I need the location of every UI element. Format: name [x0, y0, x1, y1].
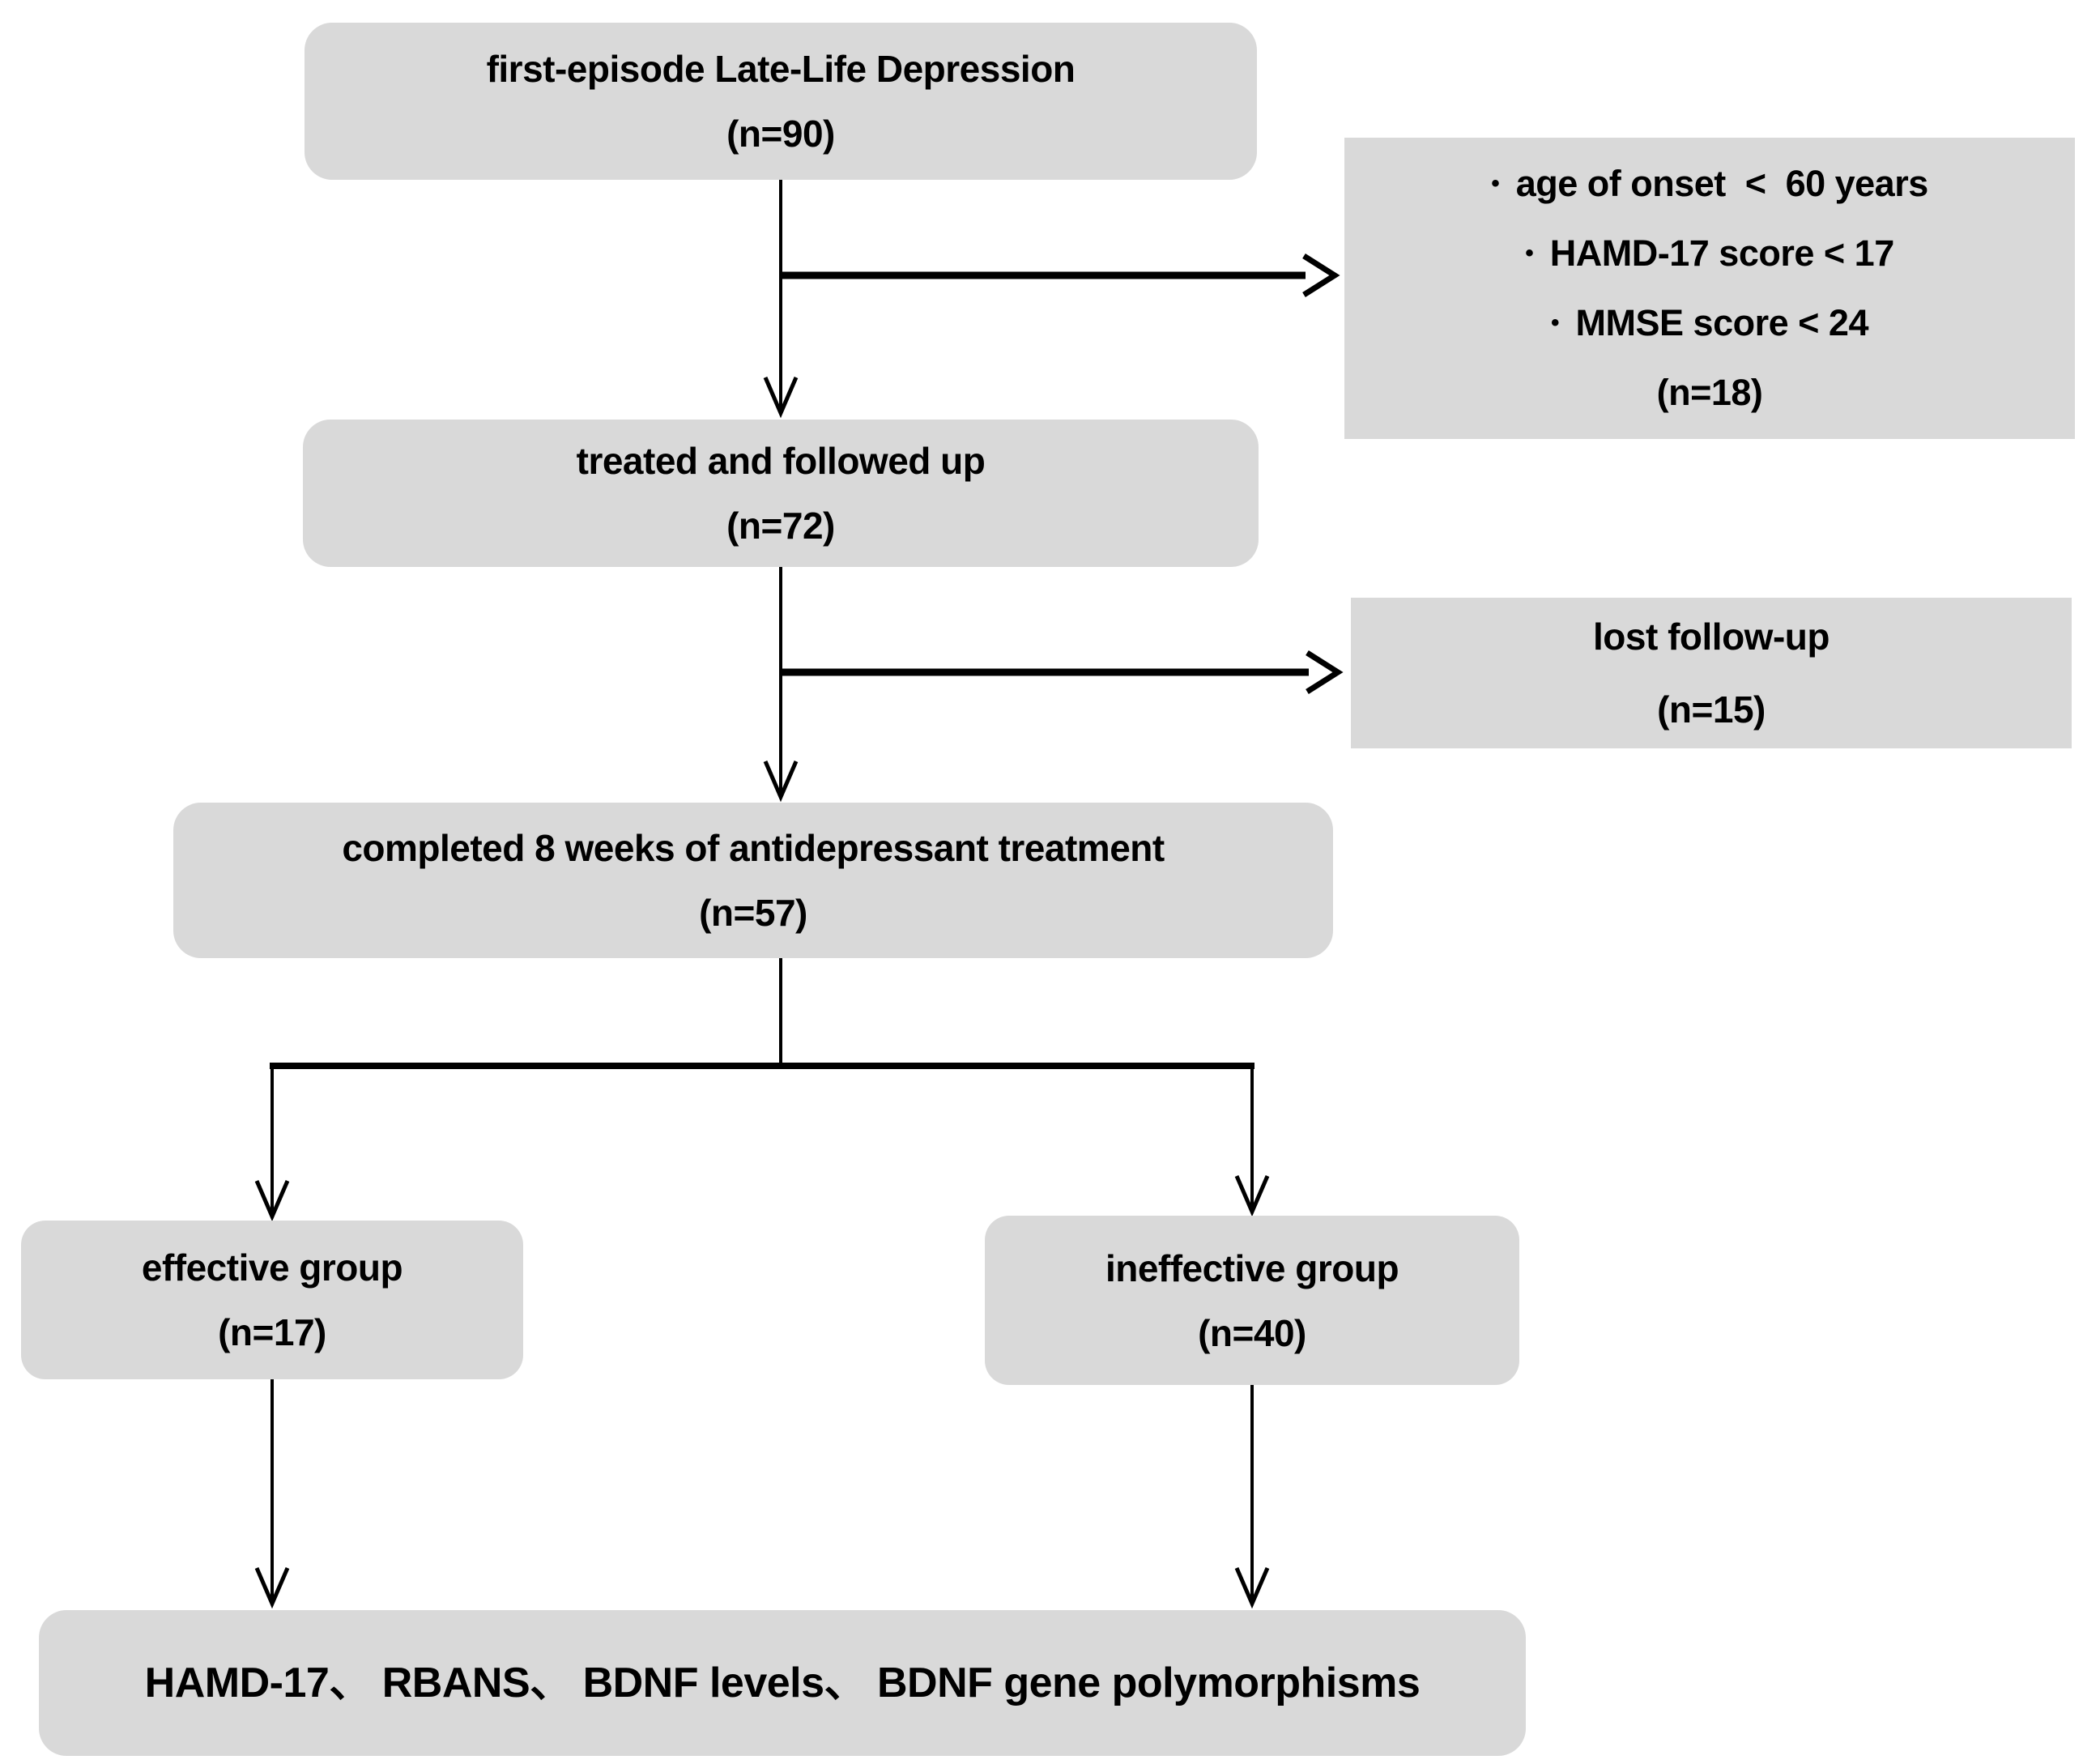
box-ineffective-group: ineffective group (n=40) [985, 1216, 1519, 1385]
box-effective-title: effective group [141, 1246, 403, 1289]
box-effective-group: effective group (n=17) [21, 1221, 523, 1379]
bullet-icon: • [1551, 309, 1560, 336]
arrow-enrollment-to-followed [763, 180, 799, 419]
excluded-criterion-row: • age of onset < 60 years [1491, 149, 1928, 219]
excluded-criterion-row: • MMSE score < 24 [1551, 288, 1868, 358]
bullet-icon: • [1491, 170, 1500, 197]
box-excluded-count: (n=18) [1656, 372, 1763, 413]
box-enrollment-count: (n=90) [726, 113, 835, 155]
box-excluded: • age of onset < 60 years • HAMD-17 scor… [1344, 138, 2075, 439]
box-completed-title: completed 8 weeks of antidepressant trea… [342, 827, 1165, 869]
box-followed-title: treated and followed up [576, 440, 986, 482]
box-lost-count: (n=15) [1657, 688, 1766, 731]
arrow-branch-to-lost [781, 650, 1344, 694]
bullet-icon: • [1525, 240, 1534, 266]
arrow-branch-to-excluded [781, 254, 1340, 297]
box-enrollment: first-episode Late-Life Depression (n=90… [305, 23, 1257, 180]
box-outcome-measures: HAMD-17、 RBANS、 BDNF levels、 BDNF gene p… [39, 1610, 1526, 1756]
arrow-split-to-ineffective [1234, 1066, 1270, 1217]
excluded-criterion-age: age of onset < 60 years [1515, 163, 1929, 204]
box-followed-count: (n=72) [726, 505, 835, 547]
box-enrollment-title: first-episode Late-Life Depression [486, 48, 1076, 90]
excluded-criterion-mmse: MMSE score < 24 [1575, 302, 1869, 343]
excluded-criterion-hamd: HAMD-17 score < 17 [1549, 232, 1894, 274]
arrow-ineffective-to-outcome [1234, 1385, 1270, 1609]
arrow-split-to-effective [254, 1066, 290, 1222]
box-effective-count: (n=17) [218, 1311, 326, 1353]
box-completed-count: (n=57) [699, 892, 807, 934]
box-lost-followup: lost follow-up (n=15) [1351, 598, 2072, 748]
arrow-followed-to-completed [763, 567, 799, 803]
box-ineffective-count: (n=40) [1198, 1311, 1306, 1354]
box-outcome-title: HAMD-17、 RBANS、 BDNF levels、 BDNF gene p… [144, 1660, 1421, 1706]
arrow-effective-to-outcome [254, 1379, 290, 1609]
excluded-count-row: (n=18) [1657, 358, 1763, 428]
box-completed: completed 8 weeks of antidepressant trea… [173, 803, 1333, 958]
box-followed: treated and followed up (n=72) [303, 420, 1259, 567]
box-ineffective-title: ineffective group [1105, 1246, 1399, 1289]
box-lost-title: lost follow-up [1593, 616, 1830, 658]
excluded-criterion-row: • HAMD-17 score < 17 [1525, 219, 1894, 288]
